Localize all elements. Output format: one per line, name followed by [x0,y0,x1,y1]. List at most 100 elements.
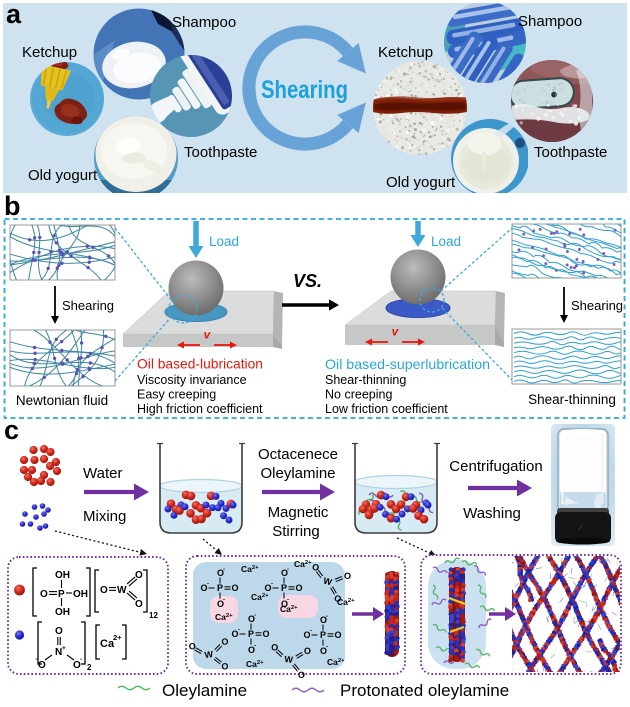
svg-text:Ca2+: Ca2+ [280,604,298,614]
svg-text:OH: OH [73,589,88,600]
svg-text:Ca2+: Ca2+ [215,612,233,622]
svg-text:P: P [217,583,223,593]
svg-text:Washing: Washing [463,505,521,522]
svg-text:2: 2 [87,663,92,672]
svg-text:2+: 2+ [113,633,122,642]
svg-text:-: - [287,598,289,604]
svg-text:-: - [326,614,328,620]
svg-text:O: O [201,583,208,593]
svg-text:-: - [238,628,240,634]
svg-text:Newtonian fluid: Newtonian fluid [16,393,108,408]
svg-text:P: P [320,630,326,640]
svg-text:O: O [232,583,239,593]
svg-text:Oleylamine: Oleylamine [260,465,335,482]
svg-text:v: v [204,328,212,342]
svg-text:O: O [304,630,311,640]
svg-text:O: O [248,645,255,655]
svg-text:W: W [322,575,333,587]
svg-text:+: + [62,645,66,652]
svg-text:-: - [254,613,256,619]
svg-text:Stirring: Stirring [272,523,320,540]
svg-text:O: O [73,660,81,671]
svg-text:Old yogurt: Old yogurt [28,167,98,184]
svg-text:Water: Water [83,465,122,482]
svg-text:Load: Load [209,234,239,249]
svg-text:Ca2+: Ca2+ [251,592,269,602]
svg-text:Oil based-superlubrication: Oil based-superlubrication [325,356,490,372]
svg-text:O: O [232,629,239,639]
svg-text:O: O [221,661,229,672]
svg-text:OH: OH [55,607,70,618]
svg-text:Shampoo: Shampoo [172,14,236,31]
svg-text:-: - [310,629,312,635]
svg-text:c: c [4,415,19,445]
svg-text:-: - [287,567,289,573]
svg-text:-: - [254,644,256,650]
svg-text:O: O [296,583,303,593]
svg-text:N: N [55,647,62,658]
svg-text:O: O [311,562,320,573]
svg-text:O: O [281,568,288,578]
svg-text:O: O [343,570,352,581]
svg-text:P: P [58,589,65,600]
svg-text:OH: OH [55,570,70,581]
svg-text:W: W [204,649,214,660]
svg-text:Ketchup: Ketchup [22,44,77,61]
svg-text:Ca2+: Ca2+ [246,659,264,669]
svg-text:O: O [217,568,224,578]
svg-text:-: - [36,656,38,663]
svg-text:O: O [303,646,311,657]
svg-text:v: v [392,325,400,339]
svg-text:Mixing: Mixing [83,508,126,525]
svg-text:Shampoo: Shampoo [518,13,582,30]
svg-text:O: O [135,599,143,610]
svg-text:-: - [326,645,328,651]
svg-text:-: - [80,656,82,663]
svg-text:O: O [217,599,224,609]
svg-text:-: - [223,567,225,573]
svg-text:Ca2+: Ca2+ [337,597,355,607]
svg-text:O: O [263,629,270,639]
svg-text:Ca: Ca [100,638,115,650]
svg-text:Easy creeping: Easy creeping [137,388,216,402]
svg-text:O: O [248,614,255,624]
svg-text:Magnetic: Magnetic [268,504,329,521]
svg-text:O: O [135,570,143,581]
svg-text:Old yogurt: Old yogurt [386,174,456,191]
svg-text:b: b [4,191,21,221]
svg-text:O: O [297,670,305,681]
svg-text:-: - [223,598,225,604]
svg-text:Octacenece: Octacenece [258,446,338,463]
svg-text:Shearing: Shearing [261,76,348,104]
svg-text:VS.: VS. [293,271,322,291]
svg-text:Ca2+: Ca2+ [294,559,312,569]
svg-text:Ca2+: Ca2+ [327,657,345,667]
svg-text:O: O [38,660,46,671]
svg-text:Low friction coefficient: Low friction coefficient [325,402,448,416]
svg-text:Shear-thinning: Shear-thinning [528,392,616,407]
svg-text:Oil based-lubrication: Oil based-lubrication [137,356,263,372]
svg-text:Shearing: Shearing [571,298,623,313]
svg-text:Ca2+: Ca2+ [241,564,259,574]
svg-text:Centrifugation: Centrifugation [449,458,542,475]
svg-text:Shear-thinning: Shear-thinning [325,373,406,387]
svg-text:High friction coefficient: High friction coefficient [137,402,263,416]
svg-text:O: O [320,646,327,656]
svg-text:P: P [248,629,254,639]
svg-text:O: O [333,593,342,604]
svg-text:Shearing: Shearing [62,298,114,313]
svg-text:W: W [284,654,294,665]
svg-text:-: - [271,582,273,588]
svg-text:Toothpaste: Toothpaste [184,144,257,161]
svg-text:Oleylamine: Oleylamine [162,681,247,700]
svg-text:O: O [55,626,63,637]
svg-text:No creeping: No creeping [325,388,392,402]
svg-text:Viscosity invariance: Viscosity invariance [137,373,247,387]
svg-text:W: W [117,585,127,596]
svg-text:O: O [320,615,327,625]
svg-text:Toothpaste: Toothpaste [534,144,607,161]
svg-text:O: O [265,583,272,593]
svg-text:O: O [281,599,288,609]
svg-text:Ketchup: Ketchup [378,44,433,61]
svg-text:Protonated oleylamine: Protonated oleylamine [340,681,509,700]
